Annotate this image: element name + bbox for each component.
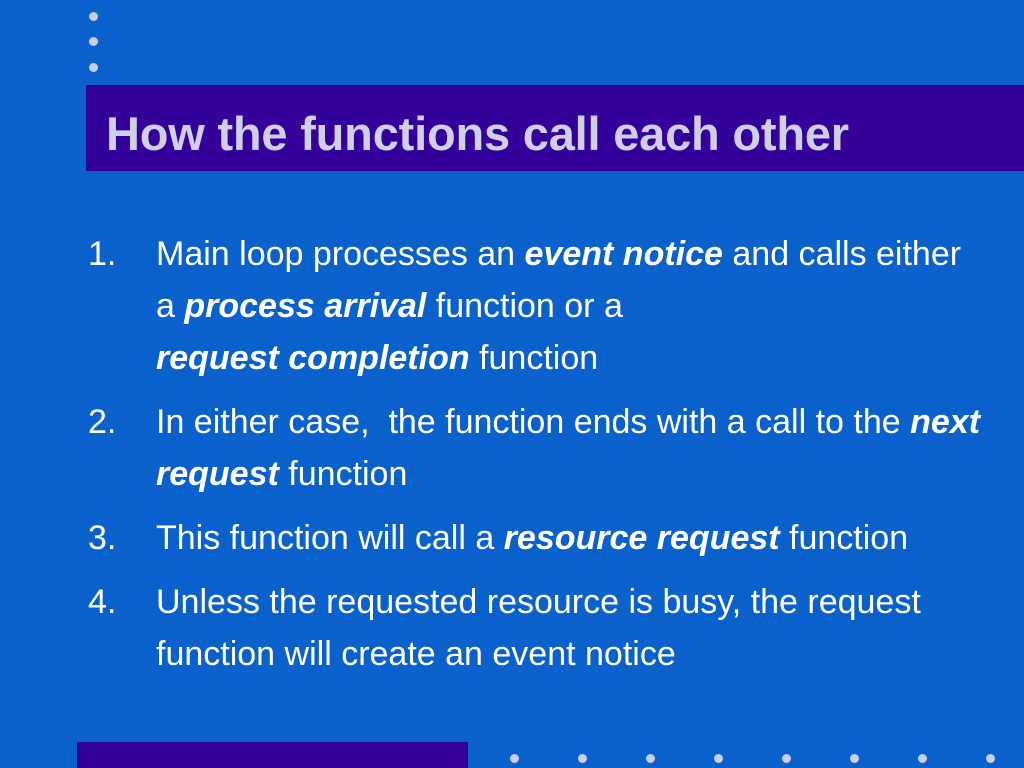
decorative-dot xyxy=(646,754,655,763)
list-item-text: Unless the requested resource is busy, t… xyxy=(156,583,921,673)
keyword-resource-request: resource request xyxy=(503,519,780,557)
keyword-event-notice: event notice xyxy=(524,235,723,273)
list-item-number: 1. xyxy=(88,235,117,273)
decorative-dot xyxy=(510,754,519,763)
text-run: Unless the requested resource is busy, t… xyxy=(156,583,921,673)
decorative-dot xyxy=(918,754,927,763)
text-run: In either case, the function ends with a… xyxy=(156,403,911,441)
decorative-dot xyxy=(714,754,723,763)
list-item: 2. In either case, the function ends wit… xyxy=(86,396,986,500)
decorative-dot xyxy=(782,754,791,763)
numbered-list: 1. Main loop processes an event notice a… xyxy=(86,228,986,692)
text-run: function or a xyxy=(426,287,623,325)
list-item-number: 3. xyxy=(88,519,117,557)
text-run: and calls either a xyxy=(156,235,962,325)
decorative-dot xyxy=(89,63,98,72)
text-run: Main loop processes an xyxy=(156,235,525,273)
bottom-accent-bar xyxy=(77,742,468,768)
list-item-text: This function will call a resource reque… xyxy=(156,519,908,557)
list-item: 3. This function will call a resource re… xyxy=(86,512,986,564)
decorative-dot xyxy=(986,754,995,763)
keyword-next-request: next request xyxy=(156,403,981,493)
text-run: This function will call a xyxy=(156,519,504,557)
list-item-number: 4. xyxy=(88,583,117,621)
list-item-text: In either case, the function ends with a… xyxy=(156,403,980,493)
list-item-text: Main loop processes an event notice and … xyxy=(156,235,961,377)
list-item: 1. Main loop processes an event notice a… xyxy=(86,228,986,384)
decorative-dot xyxy=(578,754,587,763)
text-run: function xyxy=(278,455,408,493)
decorative-dot xyxy=(850,754,859,763)
keyword-process-arrival: process arrival xyxy=(184,287,427,325)
decorative-dot xyxy=(89,37,98,46)
title-bar xyxy=(86,85,1024,171)
text-run: function xyxy=(469,339,599,377)
keyword-request-completion: request completion xyxy=(156,339,470,377)
slide-title: How the functions call each other xyxy=(106,107,849,160)
list-item-number: 2. xyxy=(88,403,117,441)
list-item: 4. Unless the requested resource is busy… xyxy=(86,576,986,680)
decorative-dot xyxy=(89,12,98,21)
text-run: function xyxy=(779,519,909,557)
